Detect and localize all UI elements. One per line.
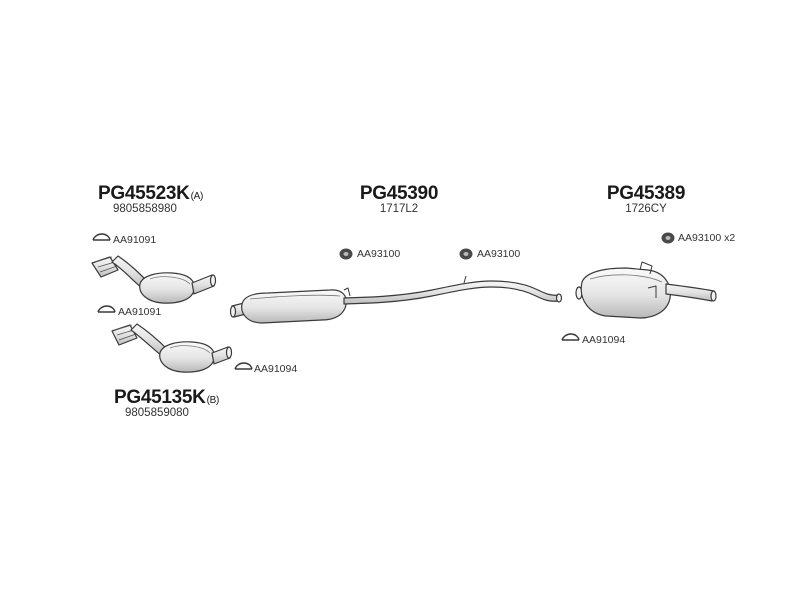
rear-silencer: [575, 261, 717, 319]
accessory-clamp-b: AA91091: [118, 306, 162, 318]
variant-suffix: (B): [206, 395, 220, 406]
part-number-text: PG45523K: [98, 183, 190, 204]
clamp-icon: [561, 333, 580, 341]
clamp-icon: [234, 362, 253, 370]
part-number-rear: PG45389: [606, 183, 686, 204]
clamp-icon: [97, 305, 116, 313]
accessory-code: AA93100: [678, 232, 722, 244]
accessory-quantity: x2: [724, 232, 736, 244]
accessory-clamp-c: AA91094: [254, 363, 298, 375]
accessory-clamp-a: AA91091: [113, 234, 157, 246]
part-number-cat-b: PG45135K(B): [114, 388, 219, 407]
middle-silencer: [229, 275, 563, 324]
accessory-clamp-rear: AA91094: [582, 334, 626, 346]
part-number-middle: PG45390: [359, 183, 439, 204]
catalytic-converter-a: [91, 255, 217, 304]
part-number-cat-a: PG45523K(A): [98, 184, 203, 203]
accessory-mount-rear: AA93100 x2: [678, 233, 735, 244]
oem-number-middle: 1717L2: [379, 203, 419, 215]
rubber-mount-icon: [459, 248, 473, 260]
part-number-text: PG45135K: [114, 387, 206, 408]
oem-number-cat-b: 9805859080: [125, 407, 189, 419]
oem-number-rear: 1726CY: [625, 203, 667, 215]
rubber-mount-icon: [661, 232, 675, 244]
oem-number-cat-a: 9805858980: [113, 203, 177, 215]
clamp-icon: [92, 233, 111, 241]
accessory-mount-mid-2: AA93100: [477, 248, 521, 260]
catalytic-converter-b: [111, 323, 233, 373]
variant-suffix: (A): [190, 191, 204, 202]
rubber-mount-icon: [339, 248, 353, 260]
accessory-mount-mid-1: AA93100: [357, 248, 401, 260]
